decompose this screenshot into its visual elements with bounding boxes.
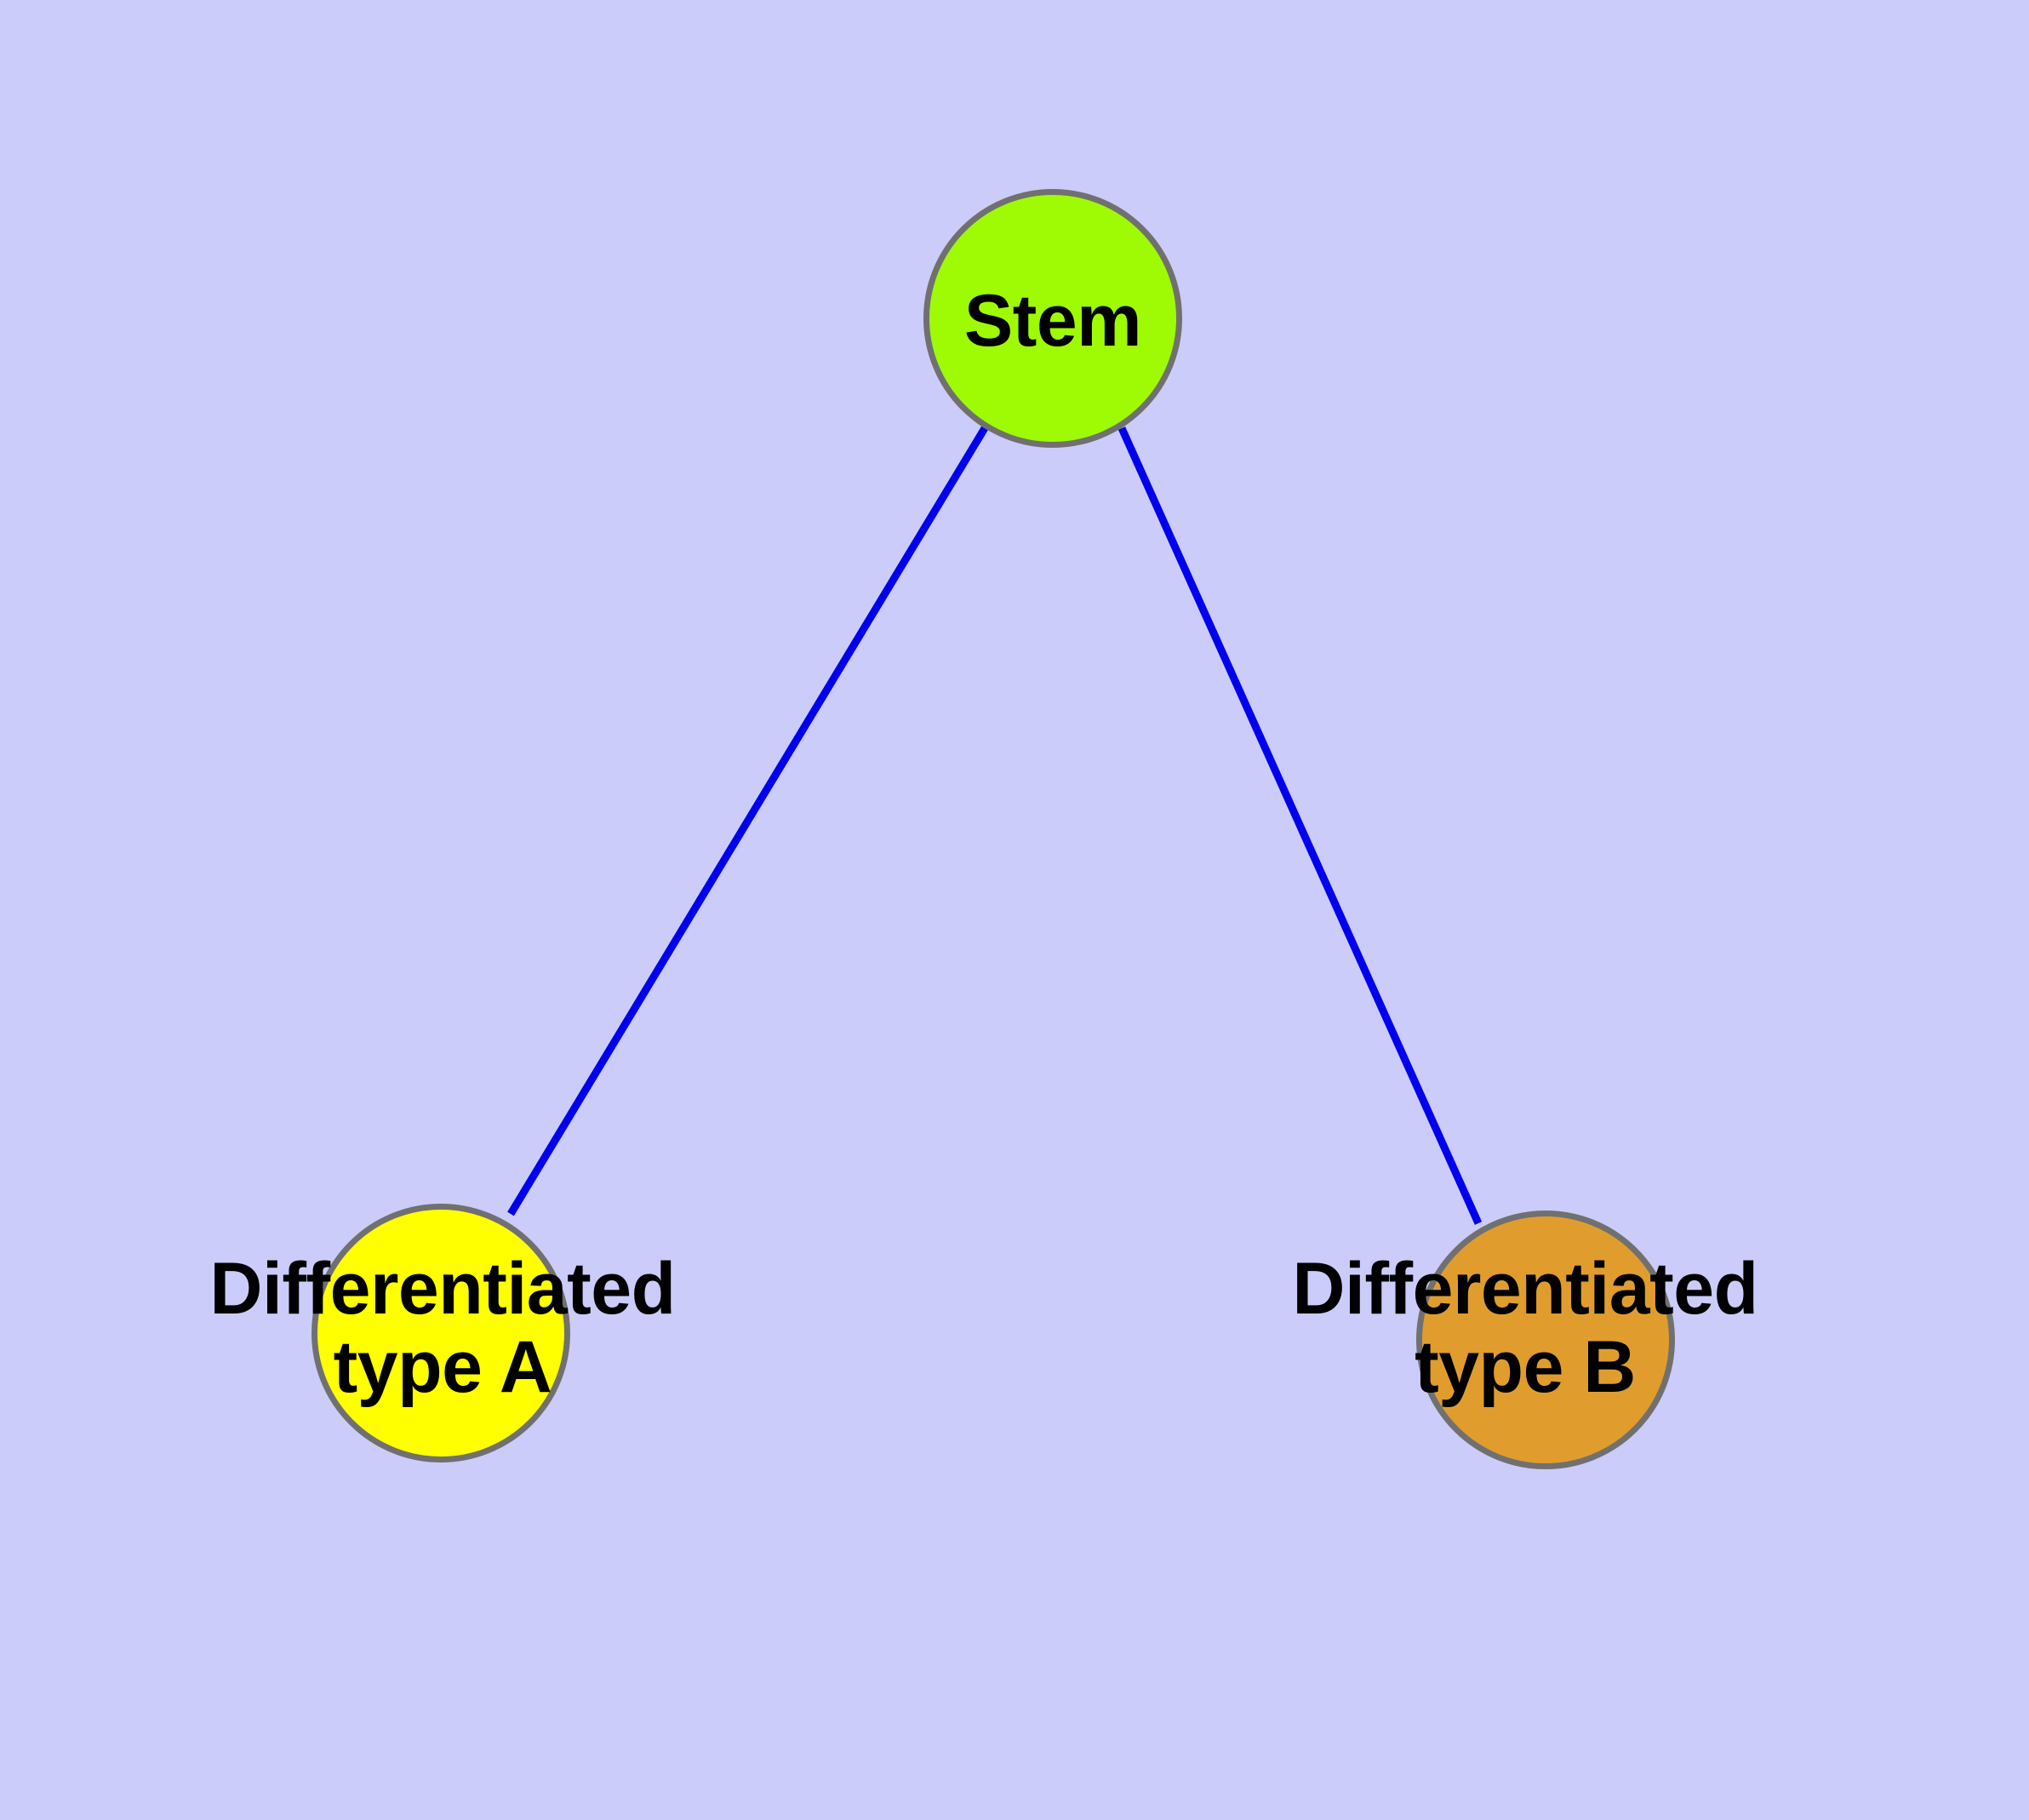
node-differentiated-type-b[interactable] <box>1416 1210 1675 1469</box>
edge-stem-to-diff-a <box>507 426 988 1216</box>
node-stem[interactable] <box>923 189 1182 448</box>
edge-stem-to-diff-b <box>1117 426 1483 1225</box>
node-differentiated-type-a-label: Differentiated type A <box>209 1248 676 1409</box>
node-differentiated-type-a[interactable] <box>311 1204 570 1462</box>
node-stem-label: Stem <box>963 280 1142 362</box>
node-differentiated-type-b-label: Differentiated type B <box>1292 1248 1758 1409</box>
